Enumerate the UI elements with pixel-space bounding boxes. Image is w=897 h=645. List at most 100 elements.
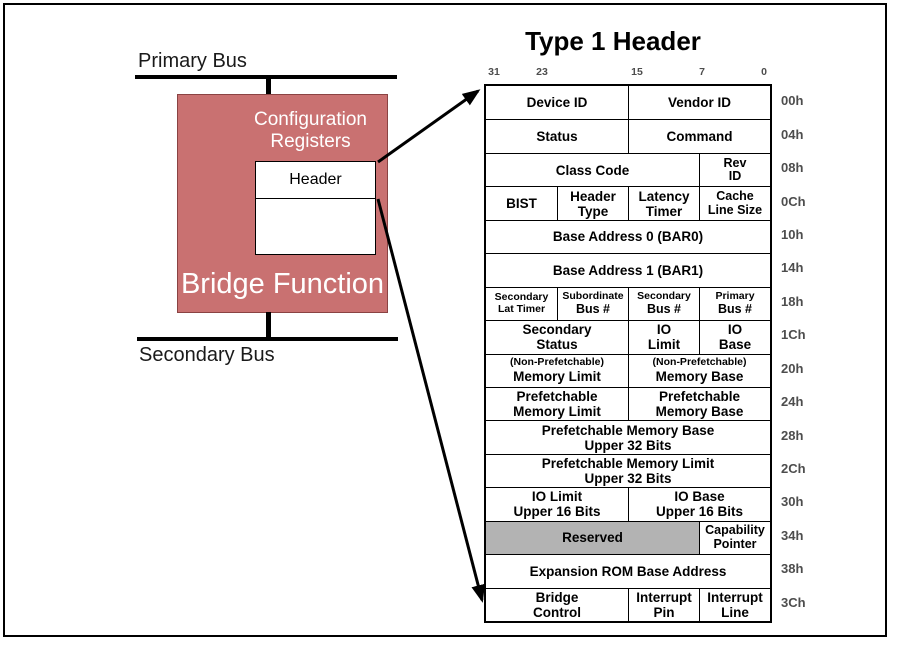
register-cell-line: Reserved [562,530,623,546]
register-cell-line: Bridge [535,589,579,605]
register-cell-line: Device ID [526,95,588,111]
register-cell-line: Bus # [646,301,682,316]
register-cell: Reserved [486,521,699,555]
configuration-registers-line1: Configuration [253,109,368,130]
offset-label: 34h [781,527,804,543]
register-cell-line: Line Size [707,202,763,217]
secondary-bus-connector [266,312,271,338]
primary-bus-label: Primary Bus [138,50,247,72]
register-cell: (Non-Prefetchable)Memory Limit [486,355,628,387]
register-cell-line: Secondary [494,291,549,304]
register-cell: Device ID [486,86,628,119]
offset-label: 00h [781,93,804,109]
register-cell-line: Memory Limit [513,368,601,384]
register-cell-line: Vendor ID [667,95,731,111]
register-cell: Base Address 0 (BAR0) [486,221,770,253]
register-cell-line: Class Code [555,162,630,178]
register-cell: Expansion ROM Base Address [486,555,770,587]
register-cell-line: Base Address 0 (BAR0) [552,229,704,245]
primary-bus-connector [266,78,271,95]
register-cell-line: Interrupt [636,589,692,605]
register-cell-line: Cache [716,189,754,204]
register-cell-line: Type [577,203,609,219]
primary-bus-line [135,75,397,79]
register-cell-line: BIST [506,196,537,212]
offset-label: 24h [781,394,804,410]
register-cell-line: Capability [705,523,765,538]
register-cell-line: Control [533,604,581,620]
register-cell: Class Code [486,154,699,186]
register-cell-line: Base [718,337,752,353]
register-row: Base Address 1 (BAR1) [486,253,770,286]
configuration-registers-label: Configuration Registers [233,109,388,152]
register-cell-line: IO Limit [531,489,583,505]
register-cell: Base Address 1 (BAR1) [486,254,770,286]
register-cell-line: Pointer [713,536,757,551]
register-cell-line: Limit [647,337,681,353]
register-cell-line: Memory Base [655,404,744,420]
register-row: Expansion ROM Base Address [486,554,770,587]
register-cell-line: Line [721,604,749,620]
bit-label: 31 [488,66,500,78]
bit-label: 0 [761,66,767,78]
secondary-bus-label: Secondary Bus [139,344,275,366]
register-row: Base Address 0 (BAR0) [486,219,770,253]
register-cell-line: Subordinate [562,290,624,303]
offset-label: 0Ch [781,193,806,209]
register-cell-line: Upper 32 Bits [584,471,672,487]
register-cell-line: Expansion ROM Base Address [529,563,727,579]
header-box: Header [255,161,376,255]
register-cell-line: Header [570,188,616,204]
offset-label: 28h [781,427,804,443]
register-cell-line: ID [728,169,742,184]
diagram-title: Type 1 Header [525,26,701,56]
register-cell-line: Memory Base [655,368,744,384]
offset-label: 38h [781,561,804,577]
register-cell: BIST [486,187,557,219]
register-cell-line: Lat Timer [497,302,546,315]
offset-label: 08h [781,160,804,176]
register-cell-line: Bus # [717,301,753,316]
register-cell-line: Memory Limit [513,404,601,420]
register-cell-line: IO [727,322,743,338]
offset-label: 3Ch [781,594,806,610]
register-row: Device ID Vendor ID [486,86,770,120]
register-cell: Vendor ID [628,86,770,120]
register-cell-line: IO Base [674,489,725,505]
register-cell-line: Bus # [575,301,611,316]
register-cell-line: Base Address 1 (BAR1) [552,262,704,278]
register-cell-line: (Non-Prefetchable) [652,356,747,369]
register-cell-line: Prefetchable Memory Base [541,422,715,438]
register-cell-line: Prefetchable Memory Limit [541,456,715,472]
bit-label: 23 [536,66,548,78]
register-cell-line: Latency [638,188,690,204]
register-cell-line: Interrupt [707,589,763,605]
register-cell-line: Status [536,337,578,353]
header-cell-label: Header [256,162,375,199]
register-row: (Non-Prefetchable)Memory Limit(Non-Prefe… [486,353,770,387]
register-cell: Command [628,120,770,153]
